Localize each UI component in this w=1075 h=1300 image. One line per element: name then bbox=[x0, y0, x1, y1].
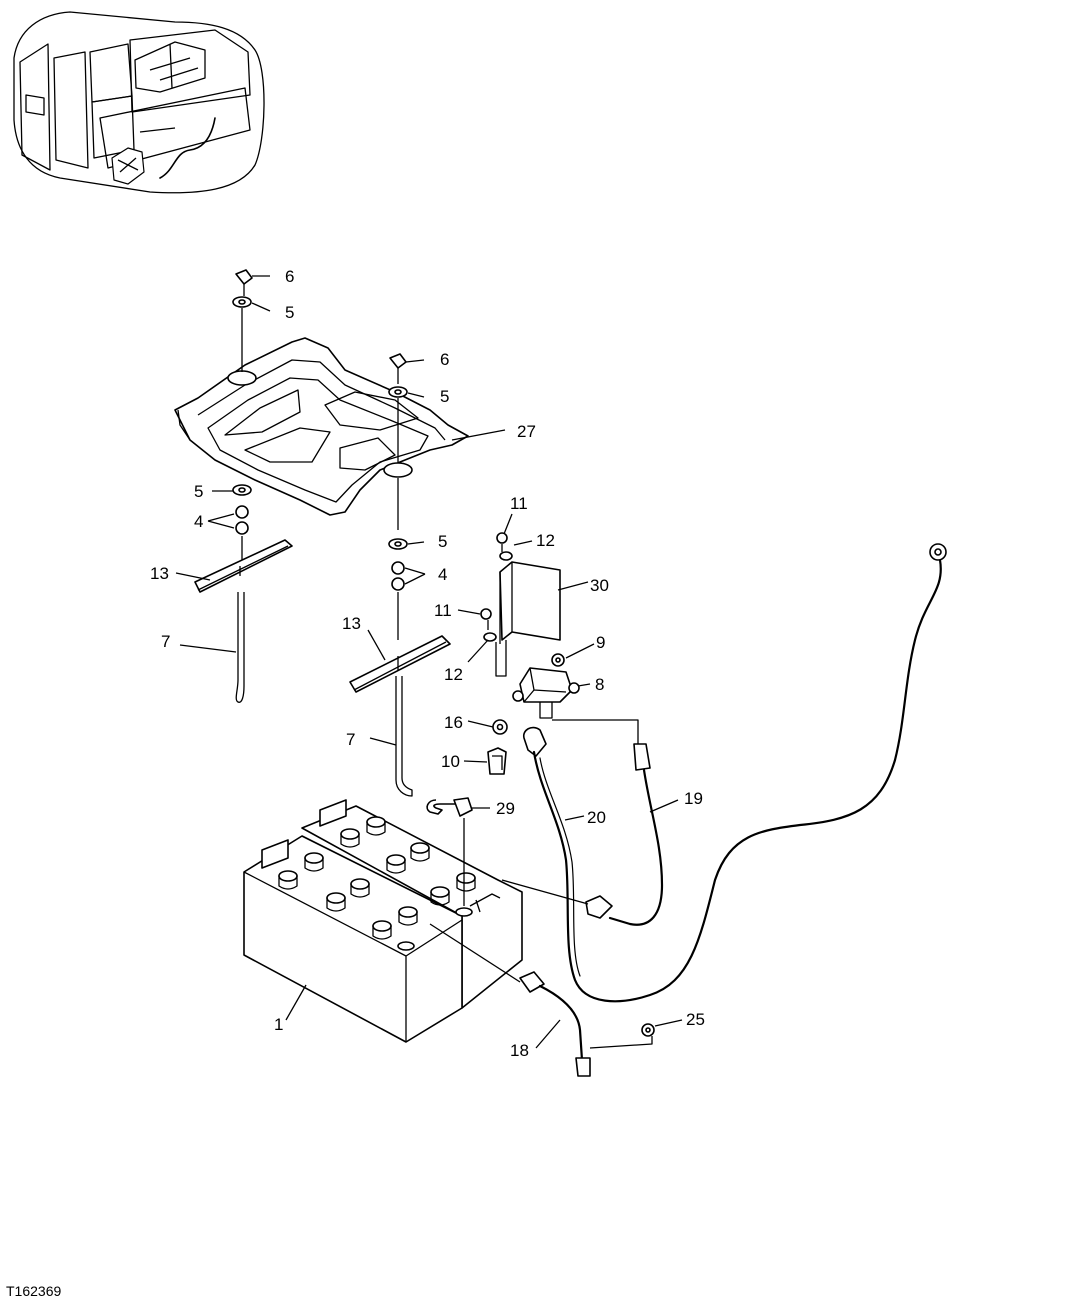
battery-1 bbox=[243, 799, 523, 1043]
callout-16: 16 bbox=[444, 713, 463, 732]
callout-12: 12 bbox=[536, 531, 555, 550]
hold-down-bar-left-13 bbox=[194, 539, 293, 703]
small-parts bbox=[426, 719, 508, 817]
battery-cover-27 bbox=[174, 337, 469, 516]
relay-bracket-30 bbox=[480, 532, 561, 677]
figure-id: T162369 bbox=[6, 1283, 61, 1299]
callout-5: 5 bbox=[285, 303, 294, 322]
callout-4: 4 bbox=[194, 512, 203, 531]
callout-25: 25 bbox=[686, 1010, 705, 1029]
battery-relay-8 bbox=[512, 653, 580, 719]
leader-lines bbox=[175, 275, 683, 1049]
callout-12: 12 bbox=[444, 665, 463, 684]
callout-11: 11 bbox=[434, 601, 452, 620]
callout-4: 4 bbox=[438, 565, 447, 584]
callout-1: 1 bbox=[274, 1015, 283, 1034]
callout-30: 30 bbox=[590, 576, 609, 595]
callout-6: 6 bbox=[440, 350, 449, 369]
callout-7: 7 bbox=[161, 632, 170, 651]
callout-19: 19 bbox=[684, 789, 703, 808]
callout-11: 11 bbox=[510, 494, 528, 513]
callout-18: 18 bbox=[510, 1041, 529, 1060]
callout-13: 13 bbox=[342, 614, 361, 633]
callout-7: 7 bbox=[346, 730, 355, 749]
cable-19 bbox=[501, 719, 664, 926]
callout-6: 6 bbox=[285, 267, 294, 286]
callout-13: 13 bbox=[150, 564, 169, 583]
hardware-left bbox=[232, 269, 253, 560]
callout-labels: 6 5 6 5 27 5 4 5 4 13 7 13 7 11 12 30 11… bbox=[150, 267, 705, 1060]
callout-29: 29 bbox=[496, 799, 515, 818]
hold-down-bar-right-13 bbox=[349, 635, 451, 797]
hardware-right bbox=[388, 353, 408, 640]
callout-8: 8 bbox=[595, 675, 604, 694]
cable-18 bbox=[429, 923, 655, 1077]
callout-5: 5 bbox=[194, 482, 203, 501]
machine-locator-thumbnail bbox=[13, 11, 265, 194]
callout-10: 10 bbox=[441, 752, 460, 771]
callout-9: 9 bbox=[596, 633, 605, 652]
callout-5: 5 bbox=[440, 387, 449, 406]
callout-20: 20 bbox=[587, 808, 606, 827]
callout-5: 5 bbox=[438, 532, 447, 551]
cable-20 bbox=[522, 543, 947, 1003]
callout-27: 27 bbox=[517, 422, 536, 441]
